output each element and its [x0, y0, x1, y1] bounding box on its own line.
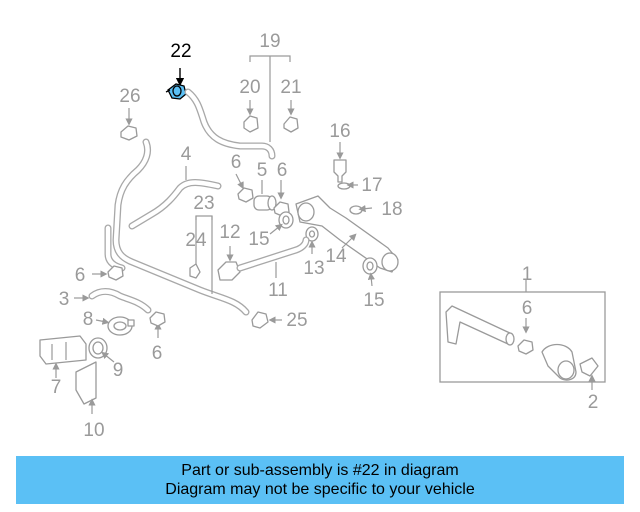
part-20-clamp [243, 100, 259, 133]
label-6a: 6 [231, 152, 242, 173]
part-23-hose [195, 215, 213, 294]
part-18-bolt [349, 205, 373, 215]
part-6-clamp-c [92, 265, 124, 281]
label-8: 8 [83, 309, 94, 330]
label-10: 10 [83, 420, 104, 441]
hose-4 [128, 166, 222, 230]
label-5: 5 [257, 160, 268, 181]
part-7-housing [39, 335, 87, 378]
part-6-clamp-d [149, 311, 166, 338]
label-6c: 6 [75, 265, 86, 286]
hose-19 [184, 55, 291, 160]
part-22-clamp[interactable] [165, 68, 187, 100]
label-6b: 6 [277, 160, 288, 181]
label-24: 24 [185, 230, 207, 251]
label-14: 14 [325, 246, 347, 267]
label-25: 25 [286, 310, 307, 331]
part-16-sensor [333, 142, 347, 183]
info-banner: Part or sub-assembly is #22 in diagram D… [16, 456, 624, 504]
part-26-clamp [120, 108, 138, 141]
label-6d: 6 [152, 343, 163, 364]
label-19: 19 [259, 31, 280, 52]
label-22: 22 [170, 41, 191, 62]
parts-diagram: 22 19 20 21 26 4 6 [39, 31, 606, 441]
part-21-clamp [283, 100, 299, 133]
label-17: 17 [361, 175, 382, 196]
label-12: 12 [219, 222, 240, 243]
label-2: 2 [588, 392, 599, 413]
part-13-oring [305, 226, 319, 254]
label-15b: 15 [363, 290, 384, 311]
banner-part-text: Part or sub-assembly is #22 in diagram [181, 462, 459, 479]
label-6e: 6 [522, 298, 533, 319]
label-15a: 15 [248, 229, 269, 250]
part-10-cover [75, 361, 97, 414]
part-12-flange [217, 236, 310, 281]
part-15-gasket-b [362, 257, 378, 287]
label-9: 9 [113, 360, 124, 381]
part-6-clamp-a [235, 173, 254, 203]
label-26: 26 [119, 86, 140, 107]
part-9-gasket [88, 337, 115, 363]
label-7: 7 [51, 377, 62, 398]
label-20: 20 [239, 77, 260, 98]
label-18: 18 [381, 199, 402, 220]
banner-disclaimer-text: Diagram may not be specific to your vehi… [165, 481, 475, 498]
label-23: 23 [193, 193, 214, 214]
label-1: 1 [522, 264, 533, 285]
hose-3 [74, 288, 152, 314]
label-16: 16 [329, 121, 350, 142]
part-25-clamp [251, 311, 282, 329]
label-21: 21 [280, 77, 301, 98]
part-1-assembly-box [439, 280, 606, 390]
label-13: 13 [303, 258, 324, 279]
part-24-clamp [189, 263, 201, 279]
label-3: 3 [59, 289, 70, 310]
part-5-hose [253, 180, 277, 211]
part-14-pipe [295, 195, 399, 273]
part-8-thermostat [95, 316, 135, 336]
part-17-washer [337, 181, 358, 190]
part-6-clamp-b [273, 180, 290, 217]
label-4: 4 [181, 144, 192, 165]
part-15-gasket-a [269, 211, 294, 235]
label-11: 11 [268, 280, 288, 301]
